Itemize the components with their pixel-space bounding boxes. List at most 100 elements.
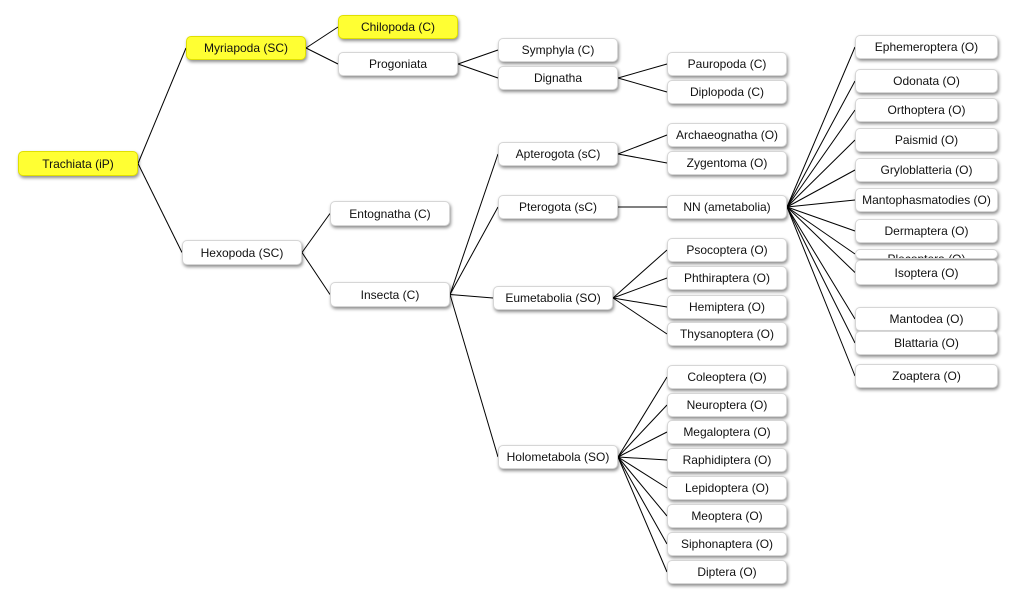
node-label: Thysanoptera (O) xyxy=(679,327,775,341)
node-isoptera[interactable]: Isoptera (O) xyxy=(855,260,998,285)
node-raphidiptera[interactable]: Raphidiptera (O) xyxy=(667,448,787,472)
node-label: Mantodea (O) xyxy=(889,312,964,326)
node-label: Hexopoda (SC) xyxy=(200,245,284,260)
edge-nn-ephemeroptera xyxy=(786,46,856,208)
edge-apterogota-archaeognatha xyxy=(617,134,668,155)
node-archaeognatha[interactable]: Archaeognatha (O) xyxy=(667,123,787,147)
node-apterogota[interactable]: Apterogota (sC) xyxy=(498,142,618,166)
edge-nn-odonata xyxy=(786,80,856,208)
edge-eumetabolia-psocoptera xyxy=(612,249,668,299)
edge-insecta-pterogota xyxy=(449,206,499,295)
node-label: Archaeognatha (O) xyxy=(675,128,779,142)
node-label: Psocoptera (O) xyxy=(686,243,768,257)
edge-nn-mantodea xyxy=(786,206,856,320)
edge-holometabola-siphonaptera xyxy=(617,456,668,545)
node-megaloptera[interactable]: Megaloptera (O) xyxy=(667,420,787,444)
node-label: Orthoptera (O) xyxy=(887,103,966,117)
node-zygentoma[interactable]: Zygentoma (O) xyxy=(667,151,787,175)
node-gryloblatteria[interactable]: Gryloblatteria (O) xyxy=(855,158,998,182)
node-label: Myriapoda (SC) xyxy=(203,41,289,55)
node-label: Dermaptera (O) xyxy=(884,224,969,238)
node-hemiptera[interactable]: Hemiptera (O) xyxy=(667,295,787,319)
node-label: Holometabola (SO) xyxy=(506,450,610,464)
node-coleoptera[interactable]: Coleoptera (O) xyxy=(667,365,787,389)
node-pauropoda[interactable]: Pauropoda (C) xyxy=(667,52,787,76)
node-label: Trachiata (iP) xyxy=(42,156,114,171)
node-lepidoptera[interactable]: Lepidoptera (O) xyxy=(667,476,787,500)
node-label: Pauropoda (C) xyxy=(687,57,767,71)
node-entognatha[interactable]: Entognatha (C) xyxy=(330,201,450,226)
node-label: Phthiraptera (O) xyxy=(683,271,771,285)
node-holometabola[interactable]: Holometabola (SO) xyxy=(498,445,618,469)
edge-nn-orthoptera xyxy=(786,109,856,208)
node-label: Mantophasmatodies (O) xyxy=(862,193,991,207)
edge-nn-paismid xyxy=(786,139,856,208)
node-label: Eumetabolia (SO) xyxy=(505,291,601,305)
node-label: Dignatha xyxy=(533,71,583,85)
node-plecoptera[interactable]: Plecoptera (O) xyxy=(855,249,998,259)
node-siphonaptera[interactable]: Siphonaptera (O) xyxy=(667,532,787,556)
node-label: NN (ametabolia) xyxy=(683,200,771,214)
edge-nn-zoaptera xyxy=(786,206,856,377)
node-label: Entognatha (C) xyxy=(349,206,431,221)
edge-myriapoda-progoniata xyxy=(305,47,339,65)
node-label: Gryloblatteria (O) xyxy=(880,163,973,177)
node-paismid[interactable]: Paismid (O) xyxy=(855,128,998,152)
node-label: Chilopoda (C) xyxy=(360,20,436,34)
node-label: Meoptera (O) xyxy=(691,509,763,523)
node-insecta[interactable]: Insecta (C) xyxy=(330,282,450,307)
node-label: Ephemeroptera (O) xyxy=(874,40,979,54)
node-label: Isoptera (O) xyxy=(894,265,959,280)
node-eumetabolia[interactable]: Eumetabolia (SO) xyxy=(493,286,613,310)
node-label: Paismid (O) xyxy=(894,133,959,147)
edge-holometabola-coleoptera xyxy=(617,376,668,458)
node-diplopoda[interactable]: Diplopoda (C) xyxy=(667,80,787,104)
edge-insecta-apterogota xyxy=(449,153,499,295)
node-psocoptera[interactable]: Psocoptera (O) xyxy=(667,238,787,262)
node-mantophasmatodies[interactable]: Mantophasmatodies (O) xyxy=(855,188,998,212)
node-mantodea[interactable]: Mantodea (O) xyxy=(855,307,998,331)
edge-eumetabolia-phthiraptera xyxy=(612,277,668,299)
node-meoptera[interactable]: Meoptera (O) xyxy=(667,504,787,528)
edge-progoniata-symphyla xyxy=(457,49,499,65)
edge-insecta-holometabola xyxy=(449,294,499,458)
node-odonata[interactable]: Odonata (O) xyxy=(855,69,998,93)
node-thysanoptera[interactable]: Thysanoptera (O) xyxy=(667,322,787,346)
node-symphyla[interactable]: Symphyla (C) xyxy=(498,38,618,62)
node-ephemeroptera[interactable]: Ephemeroptera (O) xyxy=(855,35,998,59)
edge-nn-dermaptera xyxy=(786,206,856,232)
node-blattaria[interactable]: Blattaria (O) xyxy=(855,331,998,355)
node-orthoptera[interactable]: Orthoptera (O) xyxy=(855,98,998,122)
node-label: Blattaria (O) xyxy=(894,336,959,350)
node-progoniata[interactable]: Progoniata xyxy=(338,52,458,76)
node-pterogota[interactable]: Pterogota (sC) xyxy=(498,195,618,219)
edge-hexopoda-insecta xyxy=(301,252,331,295)
node-phthiraptera[interactable]: Phthiraptera (O) xyxy=(667,266,787,290)
node-diptera[interactable]: Diptera (O) xyxy=(667,560,787,584)
node-label: Zygentoma (O) xyxy=(686,156,768,170)
node-trachiata[interactable]: Trachiata (iP) xyxy=(18,151,138,176)
node-label: Insecta (C) xyxy=(360,287,420,302)
edge-apterogota-zygentoma xyxy=(617,153,668,164)
node-chilopoda[interactable]: Chilopoda (C) xyxy=(338,15,458,39)
edge-nn-gryloblatteria xyxy=(786,169,856,208)
node-label: Progoniata xyxy=(368,57,428,71)
edge-holometabola-lepidoptera xyxy=(617,456,668,489)
node-zoaptera[interactable]: Zoaptera (O) xyxy=(855,364,998,388)
edge-hexopoda-entognatha xyxy=(301,213,331,253)
node-myriapoda[interactable]: Myriapoda (SC) xyxy=(186,36,306,60)
edge-progoniata-dignatha xyxy=(457,63,499,79)
node-dermaptera[interactable]: Dermaptera (O) xyxy=(855,219,998,243)
node-nn[interactable]: NN (ametabolia) xyxy=(667,195,787,219)
node-label: Siphonaptera (O) xyxy=(680,537,774,551)
node-label: Zoaptera (O) xyxy=(892,369,961,383)
node-dignatha[interactable]: Dignatha xyxy=(498,66,618,90)
node-label: Odonata (O) xyxy=(893,74,960,88)
node-neuroptera[interactable]: Neuroptera (O) xyxy=(667,393,787,417)
edge-nn-isoptera xyxy=(786,206,856,273)
edge-insecta-eumetabolia xyxy=(449,294,494,299)
node-hexopoda[interactable]: Hexopoda (SC) xyxy=(182,240,302,265)
node-label: Pterogota (sC) xyxy=(518,200,598,214)
